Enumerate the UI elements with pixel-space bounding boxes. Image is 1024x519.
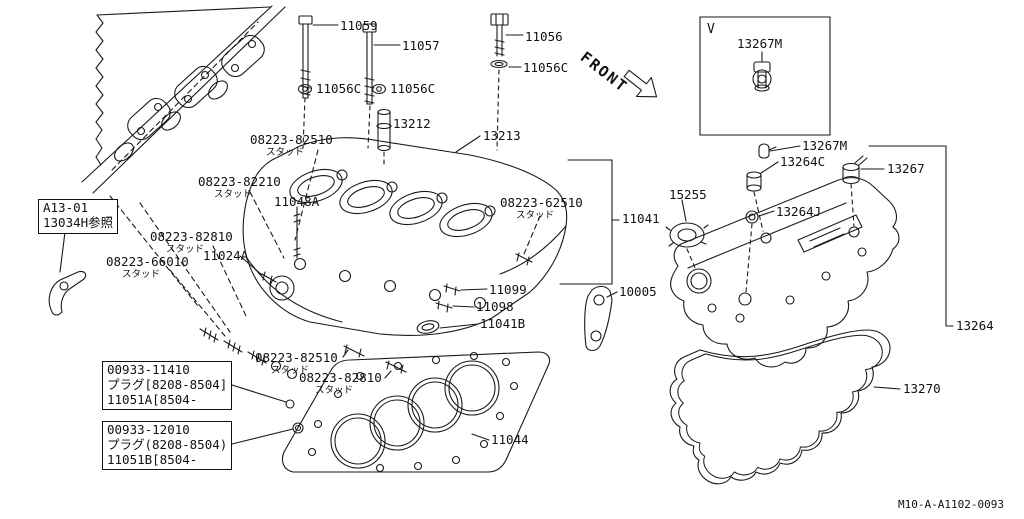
part-label: 11056C [316, 81, 362, 96]
part-label: 11041B [480, 316, 526, 331]
part-label: 13264C [780, 154, 826, 169]
part-label: 11059 [340, 18, 378, 33]
part-label: 13264 [956, 318, 994, 333]
oil-filler-cap [665, 222, 709, 271]
head-gasket [281, 351, 551, 473]
part-label: 11056 [525, 29, 563, 44]
part-label: 11098 [476, 299, 514, 314]
valve-cover-gasket [669, 329, 891, 485]
part-label: 11048A [274, 194, 320, 209]
part-label: 11041 [622, 211, 660, 226]
part-label: 13270 [903, 381, 941, 396]
cover-grommets [745, 143, 868, 293]
part-label: 13267 [887, 161, 925, 176]
part-label: 11099 [489, 282, 527, 297]
engine-hanger [584, 285, 613, 352]
part-label: 13264J [776, 204, 822, 219]
cylinder-head [242, 137, 568, 336]
drawing-number: M10-A-A1102-0093 [898, 498, 1004, 511]
head-studs [199, 211, 533, 434]
part-label: 13213 [483, 128, 521, 143]
part-label: 13267M [737, 36, 783, 51]
valve-cover [670, 177, 900, 368]
part-label: 11056C [390, 81, 436, 96]
reference-bracket [48, 270, 87, 316]
part-label: 13212 [393, 116, 431, 131]
valve-guide [376, 108, 392, 167]
part-label: 15255 [669, 187, 707, 202]
leader-lines [59, 24, 885, 445]
part-label: 11044 [491, 432, 529, 447]
part-label: 11057 [402, 38, 440, 53]
front-arrow [623, 69, 658, 98]
inset-view-label: V [707, 22, 715, 37]
engine-side-view [81, 5, 286, 333]
part-label: 11024A [203, 248, 249, 263]
part-label: 11056C [523, 60, 569, 75]
bracket-lines [559, 145, 954, 390]
head-bolts [297, 13, 509, 151]
inset-box [699, 16, 831, 136]
part-label: 10005 [619, 284, 657, 299]
part-label: 13267M [802, 138, 848, 153]
